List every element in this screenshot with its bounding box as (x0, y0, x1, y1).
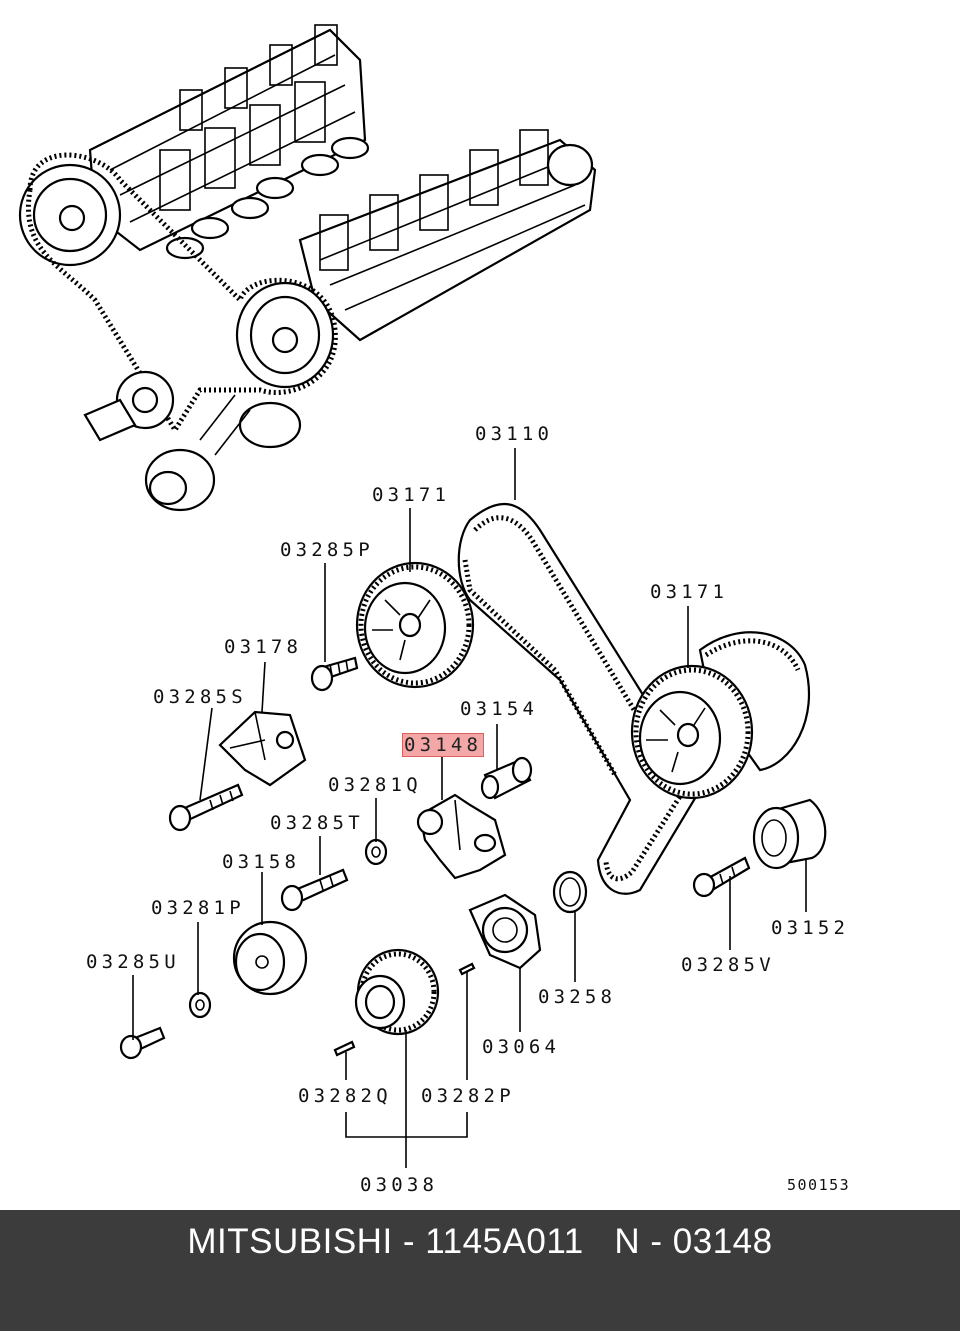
callout-03285P: 03285P (280, 539, 374, 561)
callout-03158: 03158 (222, 851, 301, 873)
separator: - (640, 1222, 673, 1261)
crank-plate-03064 (468, 893, 542, 970)
bushing-03154 (480, 756, 533, 800)
callout-03258: 03258 (538, 986, 617, 1008)
callout-03171-right: 03171 (650, 581, 729, 603)
callout-03285T: 03285T (270, 812, 364, 834)
crank-sprocket (354, 948, 440, 1036)
timing-belt-exploded-view (18, 24, 827, 1168)
callout-03171-left: 03171 (372, 484, 451, 506)
diagram-reference-code: 500153 (787, 1176, 851, 1194)
callout-03148-highlighted: 03148 (402, 733, 485, 757)
bolt-03285S (168, 783, 244, 832)
callout-03038: 03038 (360, 1174, 439, 1196)
callout-number: 03148 (672, 1222, 773, 1261)
callout-03154: 03154 (460, 698, 539, 720)
callout-03285S: 03285S (153, 686, 247, 708)
callout-03281P: 03281P (151, 897, 245, 919)
tensioner-03178 (218, 710, 307, 787)
part-number: 1145A011 (425, 1222, 584, 1261)
tensioner-arm-03148 (416, 793, 507, 880)
position-code: N (614, 1222, 641, 1261)
bolt-03285T (280, 868, 349, 912)
callout-03282P: 03282P (421, 1085, 515, 1107)
spacer-03258 (552, 870, 588, 914)
footer-caption: MITSUBISHI - 1145A011 N - 03148 (0, 1222, 960, 1262)
cam-sprocket-03171-right (630, 664, 754, 800)
callout-03282Q: 03282Q (298, 1085, 392, 1107)
callout-03152: 03152 (771, 917, 850, 939)
engine-assembly-drawing (18, 24, 597, 512)
bolt-03285P (310, 656, 359, 692)
timing-belt-03110 (457, 502, 811, 895)
callout-03178: 03178 (224, 636, 303, 658)
footer-bar (0, 1210, 960, 1331)
washer-03281Q (364, 838, 388, 866)
idler-pulley-03152 (752, 798, 827, 870)
parts-diagram: 03110 03171 03285P 03171 03178 03285S 03… (18, 24, 851, 1196)
callout-03285V: 03285V (681, 954, 775, 976)
spacer (584, 1222, 615, 1261)
bolt-03285V (692, 856, 751, 898)
idler-pulley-03158 (232, 920, 308, 996)
key-03282P (458, 962, 476, 976)
brand-name: MITSUBISHI (187, 1222, 393, 1261)
callout-03281Q: 03281Q (328, 774, 422, 796)
callout-03110: 03110 (475, 423, 554, 445)
bolt-03285U (119, 1026, 166, 1060)
cam-sprocket-03171-left (355, 561, 475, 689)
callout-03064: 03064 (482, 1036, 561, 1058)
leader-lines (132, 448, 807, 1168)
key-03282Q (333, 1040, 356, 1057)
callout-03285U: 03285U (86, 951, 180, 973)
separator: - (392, 1222, 426, 1261)
washer-03281P (188, 991, 212, 1019)
